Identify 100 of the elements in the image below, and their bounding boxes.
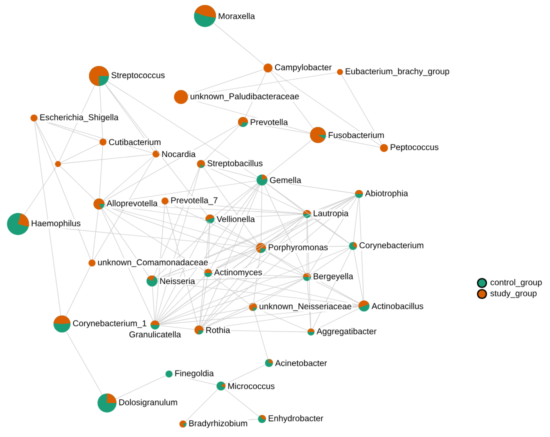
- connector-line: [213, 183, 258, 217]
- connector-line: [101, 208, 154, 322]
- node-label: Cutibacterium: [108, 138, 162, 146]
- pie-node: [256, 243, 266, 253]
- pie-node: [249, 303, 257, 311]
- connector-line: [256, 308, 308, 331]
- connector-line: [104, 84, 154, 152]
- node-label: Streptococcus: [110, 71, 166, 81]
- connector-line: [310, 248, 350, 276]
- pie-node: [197, 160, 205, 168]
- node-label: Alloprevotella: [106, 199, 158, 209]
- connector-line: [256, 278, 304, 306]
- connector-line: [24, 166, 57, 216]
- connector-line: [107, 81, 258, 178]
- connector-line: [199, 223, 210, 326]
- connector-line: [104, 124, 239, 202]
- connector-line: [204, 165, 304, 213]
- pie-node: [194, 326, 204, 334]
- connector-line: [35, 120, 57, 162]
- connector-line: [271, 70, 381, 146]
- node-label: Bradyrhizobium: [188, 419, 248, 429]
- connector-line: [187, 69, 264, 96]
- pie-node: [98, 394, 116, 412]
- node-label: Eubacterium_brachy_group: [344, 67, 450, 77]
- connector-line: [37, 118, 100, 142]
- connector-line: [159, 325, 195, 330]
- node-label: Escherichia_Shigella: [38, 113, 120, 123]
- connector-line: [310, 195, 356, 213]
- connector-line: [266, 140, 312, 177]
- pie-node: [152, 150, 160, 158]
- connector-line: [213, 22, 265, 66]
- connector-line: [265, 250, 360, 304]
- node-label: unknown_Neisseriaceae: [258, 302, 352, 312]
- node-label: Vellionella: [216, 215, 256, 223]
- pie-node: [303, 273, 311, 281]
- connector-line: [211, 196, 356, 272]
- connector-line: [158, 250, 258, 323]
- connector-line: [99, 145, 104, 199]
- pie-node: [355, 190, 363, 198]
- connector-line: [104, 84, 208, 216]
- connector-line: [210, 184, 260, 270]
- connector-line: [59, 84, 96, 162]
- pie-node: [30, 114, 38, 122]
- connector-line: [66, 331, 103, 395]
- connector-line: [211, 216, 304, 272]
- pie-node: [162, 198, 168, 204]
- connector-line: [200, 184, 260, 326]
- pie-node: [256, 174, 268, 186]
- connector-line: [208, 223, 210, 270]
- connector-line: [203, 166, 258, 244]
- connector-line: [159, 278, 304, 324]
- pie-node: [380, 144, 388, 152]
- connector-line: [202, 196, 356, 328]
- connector-line: [102, 156, 154, 201]
- connector-line: [260, 185, 262, 244]
- pie-node: [349, 242, 357, 250]
- pie-node: [194, 5, 216, 27]
- pie-node: [308, 328, 314, 336]
- connector-line: [60, 166, 96, 200]
- connector-line: [314, 308, 360, 331]
- connector-line: [214, 220, 257, 246]
- pie-node: [204, 269, 212, 277]
- connector-line: [92, 209, 99, 260]
- connector-line: [224, 364, 266, 384]
- connector-line: [266, 182, 350, 244]
- connector-line: [212, 274, 359, 306]
- connector-line: [185, 388, 218, 422]
- node-label: Nocardia: [160, 150, 196, 158]
- node-label: Haemophilus: [30, 219, 82, 229]
- node-label: Moraxella: [217, 12, 256, 20]
- pie-node: [358, 300, 370, 312]
- connector-line: [353, 198, 359, 242]
- connector-line: [65, 266, 91, 317]
- connector-line: [224, 388, 260, 417]
- node-label: Bergeyella: [312, 272, 354, 282]
- node-label: Prevotella_7: [170, 196, 219, 206]
- legend-label: study_group: [490, 290, 537, 298]
- pie-node: [206, 214, 214, 224]
- pie-node: [264, 64, 272, 72]
- connector-line: [264, 250, 304, 276]
- connector-line: [155, 204, 165, 321]
- connector-line: [60, 143, 100, 163]
- pie-node: [303, 210, 311, 218]
- connector-line: [202, 278, 304, 328]
- connector-line: [254, 310, 268, 360]
- connector-line: [104, 205, 256, 247]
- node-label: Peptococcus: [389, 144, 440, 152]
- pie-node: [7, 213, 29, 235]
- node-label: Enhydrobacter: [267, 414, 324, 424]
- pie-node: [88, 260, 96, 266]
- node-label: Granulicatella: [128, 330, 182, 338]
- node-label: Finegoldia: [174, 369, 215, 379]
- pie-node: [94, 198, 104, 210]
- node-label: Actinomyces: [213, 268, 263, 278]
- pie-node: [146, 276, 158, 286]
- connector-line: [201, 252, 258, 327]
- node-label: Acinetobacter: [274, 359, 328, 367]
- connector-line: [210, 275, 250, 305]
- connector-line: [310, 278, 360, 304]
- connector-line: [353, 250, 364, 301]
